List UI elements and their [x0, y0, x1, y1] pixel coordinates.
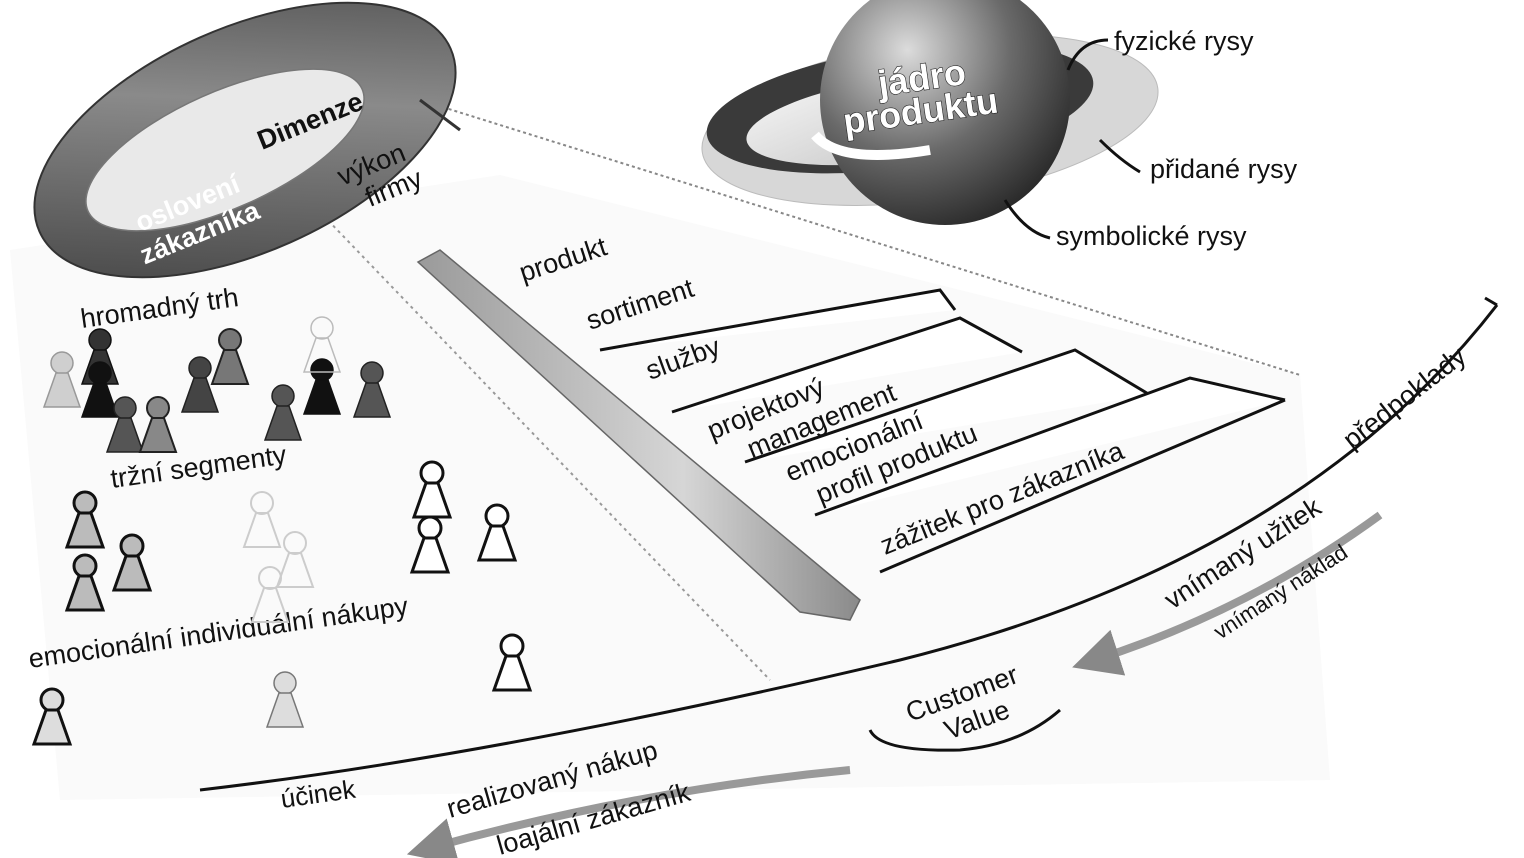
pointer-physical	[1066, 38, 1109, 71]
ring-label-symbolic: symbolické rysy	[1056, 221, 1247, 251]
ring-label-added: přidané rysy	[1150, 154, 1298, 184]
dimension-ellipse: Dimenze oslovení zákazníka výkon firmy ú…	[33, 1, 580, 279]
offer-axis-bar	[416, 249, 861, 621]
pointer-symbolic	[1003, 199, 1051, 240]
ring-label-physical: fyzické rysy	[1114, 26, 1254, 56]
dimension-segment-benefit: úroveň užitku	[471, 28, 580, 143]
core-sphere	[820, 0, 1070, 225]
product-core: jádro produktu	[701, 0, 1159, 225]
flow-preconditions: předpoklady	[1337, 340, 1472, 455]
ring-labels: fyzické rysy přidané rysy symbolické rys…	[1003, 26, 1298, 251]
pointer-added	[1098, 138, 1141, 174]
